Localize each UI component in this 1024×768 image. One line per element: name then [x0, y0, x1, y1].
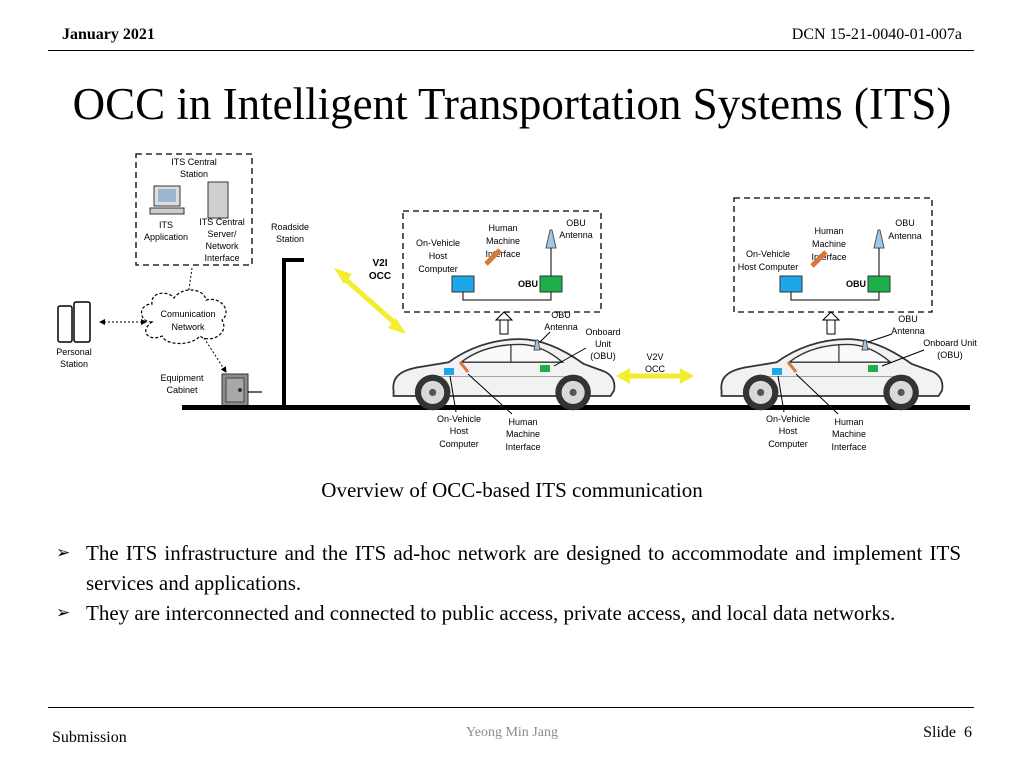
v1-up-arrow-icon: [494, 311, 514, 335]
footer-slide: Slide 6: [923, 724, 972, 742]
v2-obu-label: OBU: [846, 279, 866, 289]
v2-hmi-block: [810, 250, 828, 268]
bullet-list: ➢ The ITS infrastructure and the ITS ad-…: [56, 538, 961, 628]
footer-rule: [48, 707, 974, 708]
slide-label: Slide: [923, 724, 956, 741]
arrow-bullet-icon: ➢: [56, 543, 71, 562]
bullet-item: ➢ They are interconnected and connected …: [56, 598, 961, 628]
header-date: January 2021: [62, 26, 155, 43]
bullet-item: ➢ The ITS infrastructure and the ITS ad-…: [56, 538, 961, 598]
bullet-text: They are interconnected and connected to…: [86, 601, 896, 625]
slide-title: OCC in Intelligent Transportation System…: [72, 79, 952, 129]
figure-caption: Overview of OCC-based ITS communication: [321, 478, 703, 502]
header-rule: [48, 50, 974, 51]
desktop-computer-icon: [149, 181, 229, 219]
its-central-station-box: [135, 153, 253, 266]
vehicle2-detail-box: [733, 197, 933, 313]
v1-hmi-block: [484, 248, 502, 266]
v1-host-computer-block: [451, 275, 475, 293]
v2-up-arrow-icon: [821, 311, 841, 335]
v2-antenna-icon: [873, 229, 885, 249]
footer-submission: Submission: [52, 729, 127, 746]
v1-antenna-icon: [545, 229, 557, 249]
vehicle2-car-icon: [720, 338, 944, 412]
slide-number: 6: [964, 724, 972, 741]
cabinet-icon: [221, 373, 249, 407]
v2v-arrow: [616, 368, 694, 384]
cloud-icon: [140, 289, 227, 345]
v2-obu-block: [867, 275, 891, 293]
smartphone-icon: [57, 301, 91, 343]
vehicle1-car-icon: [392, 338, 616, 412]
v1-obu-block: [539, 275, 563, 293]
v2i-arrow: [334, 268, 406, 334]
header-doc-id: DCN 15-21-0040-01-007a: [791, 26, 962, 43]
v2-host-computer-block: [779, 275, 803, 293]
footer-author: Yeong Min Jang: [466, 725, 558, 740]
arrow-bullet-icon: ➢: [56, 603, 71, 622]
bullet-text: The ITS infrastructure and the ITS ad-ho…: [86, 541, 961, 595]
v1-obu-label: OBU: [518, 279, 538, 289]
v2-onboard-unit-label: Onboard Unit(OBU): [923, 338, 977, 360]
